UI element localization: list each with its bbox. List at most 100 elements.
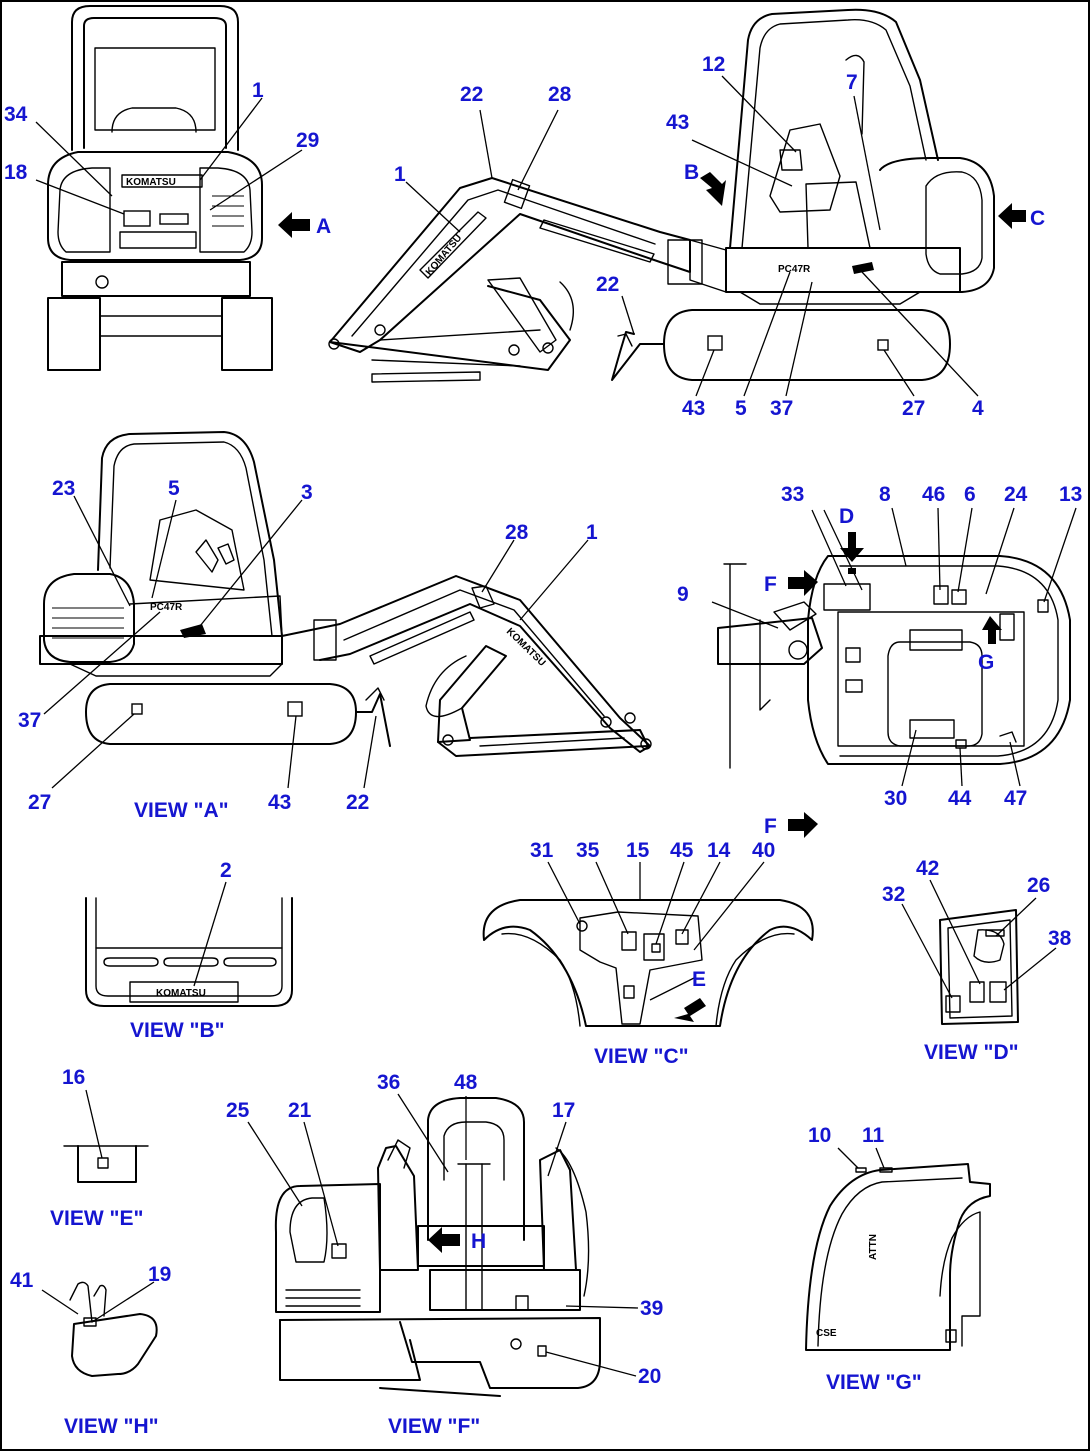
callout-17: 17	[552, 1099, 575, 1122]
callout-21: 21	[288, 1099, 312, 1122]
top-view	[711, 507, 1077, 838]
side-view-a-callouts: 23 5 3 28 1 37 27 43 22 VIEW "A"	[18, 477, 598, 822]
view-e	[63, 1089, 149, 1183]
front-view-callouts: 1 34 29 18 A	[4, 79, 331, 238]
callout-27: 27	[902, 397, 925, 420]
callout-27: 27	[28, 791, 51, 814]
callout-24: 24	[1004, 483, 1028, 506]
svg-text:PC47R: PC47R	[778, 264, 811, 275]
side-view-upper-callouts: 22 28 1 12 7 43 B C 22 43 5 37 27 4	[394, 53, 1045, 420]
view-b-label: VIEW "B"	[130, 1019, 225, 1042]
svg-text:PC47R: PC47R	[150, 602, 183, 613]
callout-1: 1	[586, 521, 598, 544]
view-g-callouts: 10 11 VIEW "G"	[808, 1124, 922, 1394]
view-arrow-e: E	[692, 968, 706, 991]
callout-30: 30	[884, 787, 907, 810]
front-view: KOMATSU	[35, 5, 310, 371]
callout-11: 11	[862, 1124, 885, 1147]
callout-3: 3	[301, 481, 313, 504]
callout-1: 1	[252, 79, 264, 102]
svg-text:KOMATSU: KOMATSU	[424, 233, 464, 278]
view-arrow-a: A	[316, 215, 331, 238]
callout-44: 44	[948, 787, 972, 810]
callout-45: 45	[670, 839, 694, 862]
side-view-upper: KOMATSU PC47R	[328, 8, 1026, 397]
callout-28: 28	[548, 83, 572, 106]
callout-13: 13	[1059, 483, 1082, 506]
view-arrow-b: B	[684, 161, 699, 184]
view-c-label: VIEW "C"	[594, 1045, 689, 1068]
view-f-label: VIEW "F"	[388, 1415, 480, 1438]
view-arrow-h: H	[471, 1230, 486, 1253]
svg-text:KOMATSU: KOMATSU	[126, 177, 176, 188]
svg-text:CSE: CSE	[816, 1328, 837, 1339]
callout-12: 12	[702, 53, 725, 76]
callout-2: 2	[220, 859, 232, 882]
callout-38: 38	[1048, 927, 1072, 950]
callout-22: 22	[346, 791, 369, 814]
view-d	[901, 879, 1057, 1025]
callout-46: 46	[922, 483, 945, 506]
callout-23: 23	[52, 477, 75, 500]
view-arrow-g: G	[978, 651, 994, 674]
callout-47: 47	[1004, 787, 1027, 810]
view-d-label: VIEW "D"	[924, 1041, 1019, 1064]
callout-37: 37	[770, 397, 793, 420]
callout-35: 35	[576, 839, 600, 862]
view-c-callouts: 31 35 15 45 14 40 E VIEW "C"	[530, 839, 775, 1068]
view-b: KOMATSU	[85, 881, 293, 1007]
callout-22: 22	[596, 273, 619, 296]
view-f	[247, 1093, 639, 1397]
svg-text:ATTN: ATTN	[868, 1234, 879, 1260]
callout-41: 41	[10, 1269, 34, 1292]
view-arrow-c: C	[1030, 207, 1045, 230]
view-arrow-f: F	[764, 815, 777, 838]
callout-14: 14	[707, 839, 731, 862]
view-h	[41, 1281, 158, 1377]
view-e-label: VIEW "E"	[50, 1207, 143, 1230]
callout-36: 36	[377, 1071, 400, 1094]
svg-text:KOMATSU: KOMATSU	[156, 988, 206, 999]
callout-5: 5	[735, 397, 747, 420]
view-arrow-d: D	[839, 505, 854, 528]
view-c	[482, 861, 814, 1027]
view-h-label: VIEW "H"	[64, 1415, 159, 1438]
callout-22: 22	[460, 83, 483, 106]
callout-1: 1	[394, 163, 406, 186]
callout-37: 37	[18, 709, 41, 732]
callout-34: 34	[4, 103, 28, 126]
callout-8: 8	[879, 483, 891, 506]
callout-9: 9	[677, 583, 689, 606]
callout-40: 40	[752, 839, 775, 862]
callout-42: 42	[916, 857, 939, 880]
side-view-a: PC47R KOMATSU	[39, 431, 652, 789]
callout-32: 32	[882, 883, 905, 906]
view-arrow-f: F	[764, 573, 777, 596]
view-h-callouts: 41 19 VIEW "H"	[10, 1263, 171, 1438]
callout-48: 48	[454, 1071, 478, 1094]
callout-16: 16	[62, 1066, 85, 1089]
view-g-label: VIEW "G"	[826, 1371, 922, 1394]
callout-33: 33	[781, 483, 804, 506]
callout-6: 6	[964, 483, 976, 506]
callout-39: 39	[640, 1297, 663, 1320]
top-view-callouts: 33 D 8 46 6 24 13 F 9 G F 30 44 47	[677, 483, 1082, 838]
callout-7: 7	[846, 71, 858, 94]
callout-19: 19	[148, 1263, 171, 1286]
callout-18: 18	[4, 161, 28, 184]
view-g: ATTN CSE	[805, 1147, 991, 1351]
callout-25: 25	[226, 1099, 250, 1122]
callout-43: 43	[666, 111, 689, 134]
callout-20: 20	[638, 1365, 661, 1388]
callout-43: 43	[268, 791, 291, 814]
callout-31: 31	[530, 839, 554, 862]
view-e-callouts: 16 VIEW "E"	[50, 1066, 143, 1230]
view-f-callouts: 36 48 25 21 17 H 39 20 VIEW "F"	[226, 1071, 663, 1438]
callout-15: 15	[626, 839, 650, 862]
view-b-callouts: 2 VIEW "B"	[130, 859, 232, 1042]
callout-5: 5	[168, 477, 180, 500]
view-a-label: VIEW "A"	[134, 799, 229, 822]
callout-10: 10	[808, 1124, 831, 1147]
